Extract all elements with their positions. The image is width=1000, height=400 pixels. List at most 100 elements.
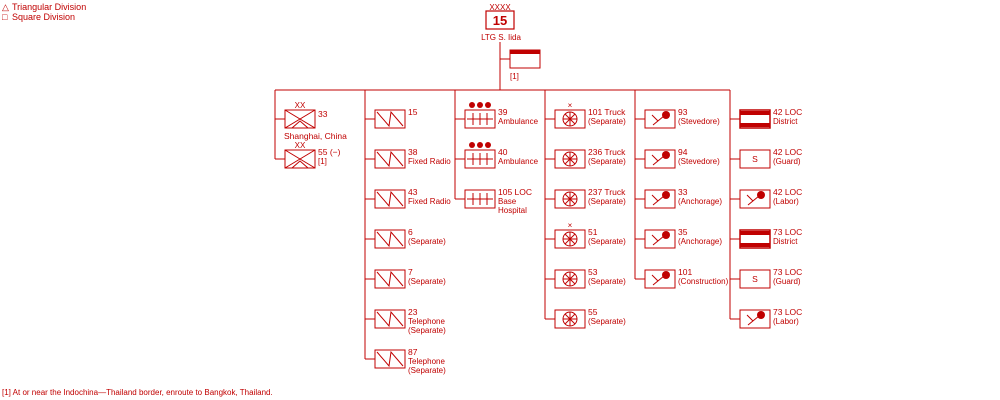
shovel-handle-line (652, 155, 665, 166)
unit-number: 236 Truck (588, 147, 626, 157)
pick-head-line (651, 194, 659, 202)
echelon-marker: XX (295, 141, 306, 150)
signal-zigzag-icon (376, 150, 404, 168)
unit-labor: 93(Stevedore) (644, 107, 720, 129)
unit-frame (739, 149, 771, 169)
shovel-blade-icon (662, 191, 670, 199)
district-bar-top (740, 231, 770, 235)
army-headquarters: XXXX 15 LTG S. Iida [1] (481, 3, 541, 81)
unit-designation: (Separate) (408, 277, 446, 286)
wheel-spoke-line (564, 313, 576, 325)
unit-number: 73 LOC (773, 307, 802, 317)
unit-guard: S73 LOC(Guard) (739, 267, 802, 289)
shovel-handle-line (747, 195, 760, 206)
unit-frame (464, 189, 496, 209)
unit-number: 93 (678, 107, 688, 117)
district-bar-top (740, 111, 770, 115)
signal-zigzag-icon (376, 190, 404, 208)
pick-head-line (651, 154, 659, 162)
unit-designation: (Separate) (408, 366, 446, 375)
unit-number: 38 (408, 147, 418, 157)
echelon-dot-icon (469, 142, 475, 148)
unit-frame (739, 189, 771, 209)
unit-designation: (Guard) (773, 157, 801, 166)
unit-designation: District (773, 237, 798, 246)
echelon-dot-icon (469, 102, 475, 108)
legend-square: □Square Division (2, 12, 75, 22)
unit-frame (464, 109, 496, 129)
unit-motor: ×51(Separate) (554, 221, 626, 249)
unit-frame (554, 269, 586, 289)
pick-head-line (651, 114, 659, 122)
shovel-blade-icon (662, 151, 670, 159)
unit-signal: 6(Separate) (374, 227, 446, 249)
unit-frame (644, 229, 676, 249)
unit-designation: Fixed Radio (408, 197, 451, 206)
unit-motor: 55(Separate) (554, 307, 626, 329)
unit-number: 105 LOC (498, 187, 532, 197)
unit-frame (644, 189, 676, 209)
unit-designation: (Construction) (678, 277, 729, 286)
shovel-handle-line (652, 275, 665, 286)
pick-head-line (651, 234, 659, 242)
echelon-dot-icon (485, 142, 491, 148)
unit-frame (554, 309, 586, 329)
unit-labor: 35(Anchorage) (644, 227, 722, 249)
unit-labor: 94(Stevedore) (644, 147, 720, 169)
shovel-blade-icon (757, 311, 765, 319)
unit-frame (464, 149, 496, 169)
unit-labor: 33(Anchorage) (644, 187, 722, 209)
unit-frame (644, 269, 676, 289)
district-bar-bottom (740, 123, 770, 127)
shovel-blade-icon (662, 231, 670, 239)
unit-number: 42 LOC (773, 187, 802, 197)
unit-signal: 15 (374, 107, 418, 129)
unit-frame (374, 189, 406, 209)
pick-head-line (651, 274, 659, 282)
footnote: [1] At or near the Indochina—Thailand bo… (2, 388, 273, 397)
echelon-marker: × (568, 221, 573, 230)
unit-frame (554, 109, 586, 129)
unit-number: 101 (678, 267, 692, 277)
unit-designation: (Separate) (408, 326, 446, 335)
unit-number: 42 LOC (773, 107, 802, 117)
unit-labor: 101(Construction) (644, 267, 729, 289)
unit-designation: Ambulance (498, 117, 539, 126)
unit-number: 40 (498, 147, 508, 157)
unit-motor: ×101 Truck(Separate) (554, 101, 626, 129)
unit-frame (554, 189, 586, 209)
unit-number: 55 (588, 307, 598, 317)
wheel-spoke-line (564, 233, 576, 245)
signal-zigzag-icon (376, 310, 404, 328)
unit-designation: (Separate) (588, 277, 626, 286)
unit-number: 39 (498, 107, 508, 117)
unit-designation: Telephone (408, 317, 445, 326)
triangle-icon: △ (2, 2, 9, 12)
unit-number: 23 (408, 307, 418, 317)
unit-frame (554, 229, 586, 249)
guard-letter: S (752, 274, 758, 284)
signal-zigzag-icon (376, 110, 404, 128)
legend-label: Triangular Division (12, 2, 87, 12)
unit-designation: (Guard) (773, 277, 801, 286)
unit-designation: (Labor) (773, 317, 799, 326)
unit-number: 237 Truck (588, 187, 626, 197)
unit-frame (374, 229, 406, 249)
unit-designation: Fixed Radio (408, 157, 451, 166)
unit-frame (554, 149, 586, 169)
unit-number: 51 (588, 227, 598, 237)
shovel-handle-line (652, 235, 665, 246)
unit-number: 55 (−) (318, 147, 341, 157)
hq-number: 15 (493, 13, 507, 28)
unit-labor: 73 LOC(Labor) (739, 307, 802, 329)
hq-staff-bar (510, 50, 540, 54)
unit-number: 35 (678, 227, 688, 237)
shovel-blade-icon (757, 191, 765, 199)
